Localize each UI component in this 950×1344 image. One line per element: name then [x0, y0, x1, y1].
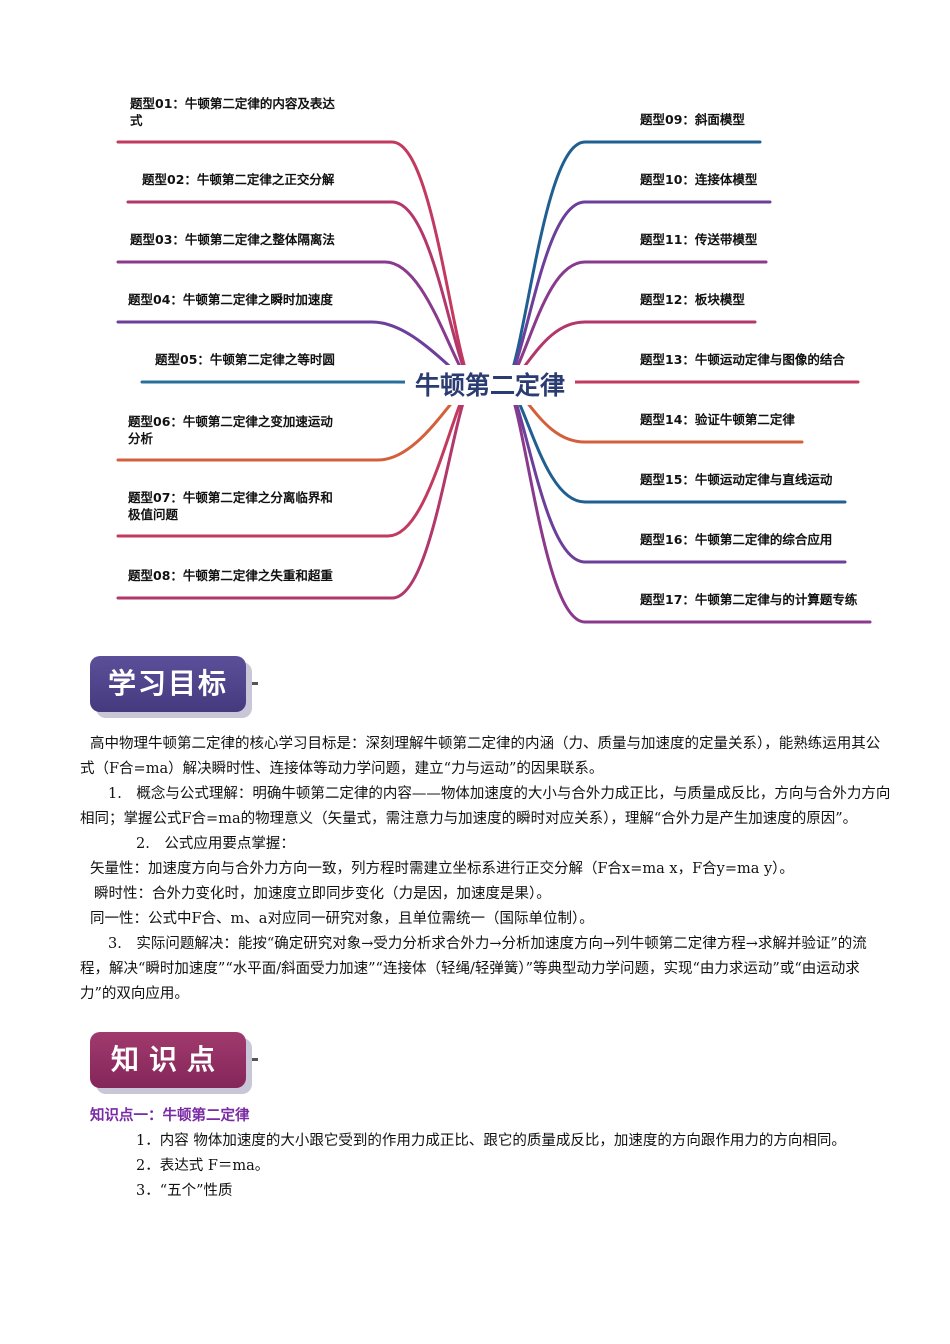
mindmap-label-left-2: 题型02：牛顿第二定律之正交分解: [142, 172, 335, 187]
mindmap-label-left-7: 极值问题: [128, 507, 179, 522]
mindmap-label-right-6: 题型14：验证牛顿第二定律: [640, 412, 795, 427]
mindmap-branch-right-1: [506, 140, 762, 385]
mindmap-label-left-3: 题型03：牛顿第二定律之整体隔离法: [130, 232, 335, 247]
mindmap-label-right-9: 题型17：牛顿第二定律与的计算题专练: [640, 592, 858, 607]
goals-item-1: 1. 概念与公式理解：明确牛顿第二定律的内容——物体加速度的大小与合外力成正比，…: [80, 786, 891, 827]
knowledge-item-2: 2．表达式 F＝ma。: [136, 1158, 270, 1174]
mindmap-label-left-1: 题型01：牛顿第二定律的内容及表达: [130, 96, 335, 111]
mindmap-center-title: 牛顿第二定律: [415, 371, 565, 400]
goals-item-2: 2. 公式应用要点掌握：: [136, 836, 295, 852]
mindmap-branch-right-2: [506, 200, 772, 385]
mindmap-branch-left-1: [116, 140, 472, 385]
learning-goals-banner: 学习目标: [90, 656, 258, 718]
mindmap-label-right-1: 题型09：斜面模型: [640, 112, 745, 127]
mindmap-label-left-5: 题型05：牛顿第二定律之等时圆: [155, 352, 335, 367]
mindmap-label-right-7: 题型15：牛顿运动定律与直线运动: [640, 472, 833, 487]
learning-goals-section: 高中物理牛顿第二定律的核心学习目标是：深刻理解牛顿第二定律的内涵（力、质量与加速…: [80, 732, 892, 1007]
mindmap-label-right-4: 题型12：板块模型: [640, 292, 745, 307]
mindmap-label-right-2: 题型10：连接体模型: [640, 172, 758, 187]
mindmap-label-left-7: 题型07：牛顿第二定律之分离临界和: [128, 490, 333, 505]
mindmap-label-right-5: 题型13：牛顿运动定律与图像的结合: [640, 352, 845, 367]
mindmap-label-right-3: 题型11：传送带模型: [640, 232, 758, 247]
goals-item-3: 3. 实际问题解决：能按“确定研究对象→受力分析求合外力→分析加速度方向→列牛顿…: [80, 936, 867, 1002]
knowledge-points-banner-title: 知识点: [90, 1032, 246, 1088]
knowledge-item-1: 1．内容 物体加速度的大小跟它受到的作用力成正比、跟它的质量成反比，加速度的方向…: [136, 1133, 846, 1149]
knowledge-points-banner: 知识点: [90, 1032, 258, 1094]
mindmap-label-right-8: 题型16：牛顿第二定律的综合应用: [640, 532, 832, 547]
mindmap-label-left-6: 题型06：牛顿第二定律之变加速运动: [128, 414, 333, 429]
mindmap-branch-left-8: [116, 381, 472, 600]
knowledge-item-3: 3．“五个”性质: [136, 1183, 233, 1199]
mindmap-diagram: 题型01：牛顿第二定律的内容及表达式题型02：牛顿第二定律之正交分解题型03：牛…: [116, 96, 872, 624]
goals-point-vector: 矢量性：加速度方向与合外力方向一致，列方程时需建立坐标系进行正交分解（F合x=m…: [90, 861, 794, 877]
mindmap-label-left-1: 式: [130, 113, 143, 128]
mindmap-branch-left-2: [126, 200, 472, 385]
goals-intro: 高中物理牛顿第二定律的核心学习目标是：深刻理解牛顿第二定律的内涵（力、质量与加速…: [80, 736, 881, 777]
mindmap-label-left-6: 分析: [128, 431, 154, 446]
knowledge-points-section: 知识点一：牛顿第二定律 1．内容 物体加速度的大小跟它受到的作用力成正比、跟它的…: [80, 1104, 892, 1204]
mindmap-branch-right-9: [506, 381, 872, 624]
goals-point-instant: 瞬时性：合外力变化时，加速度立即同步变化（力是因，加速度是果）。: [94, 886, 551, 902]
mindmap-label-left-8: 题型08：牛顿第二定律之失重和超重: [128, 568, 333, 583]
mindmap-center-box: [405, 365, 575, 405]
learning-goals-banner-title: 学习目标: [90, 656, 246, 712]
knowledge-point-heading: 知识点一：牛顿第二定律: [90, 1108, 250, 1124]
goals-point-same: 同一性：公式中F合、m、a对应同一研究对象，且单位需统一（国际单位制）。: [90, 911, 594, 927]
mindmap-label-left-4: 题型04：牛顿第二定律之瞬时加速度: [128, 292, 333, 307]
